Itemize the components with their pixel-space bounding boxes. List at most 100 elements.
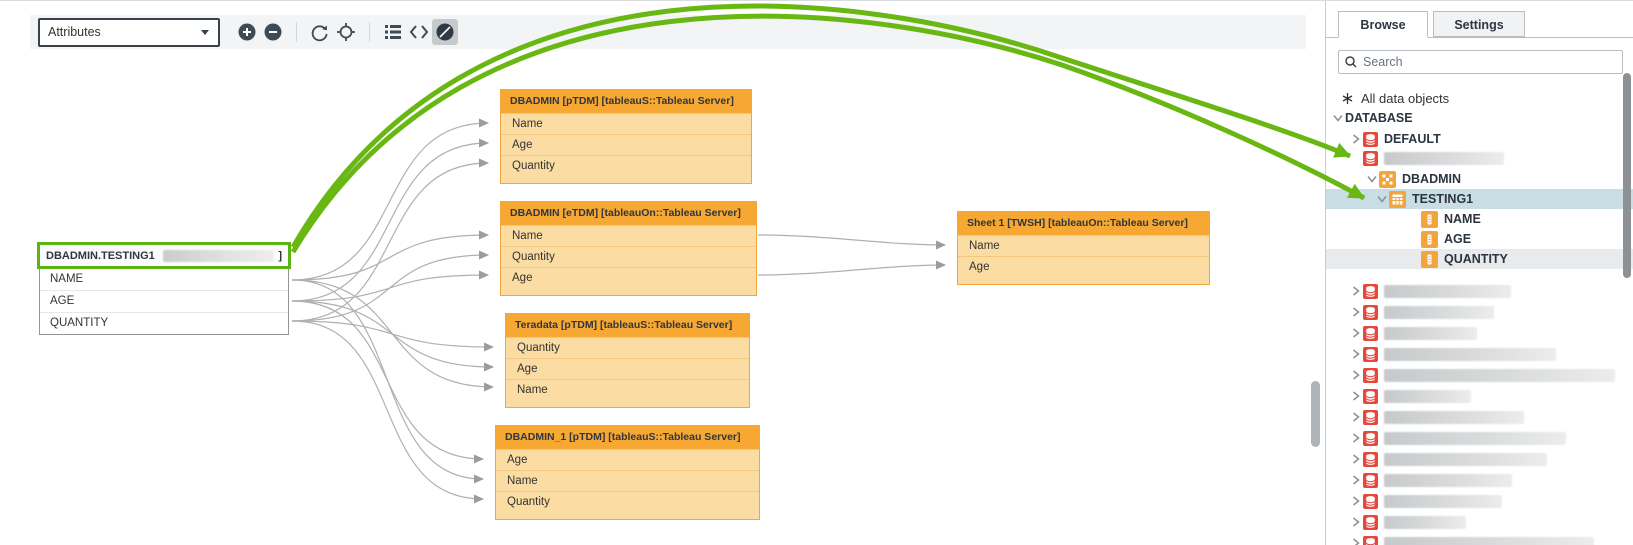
canvas-vertical-scrollbar[interactable] xyxy=(1311,381,1320,447)
panel-tabs: Browse Settings xyxy=(1326,11,1633,38)
chevron-right-icon[interactable] xyxy=(1348,349,1363,359)
node-field-row[interactable]: Quantity xyxy=(506,337,749,358)
tree-item-r7[interactable] xyxy=(1326,407,1633,427)
tree-item-r9[interactable] xyxy=(1326,449,1633,469)
search-icon xyxy=(1345,56,1357,68)
node-field-row[interactable]: Name xyxy=(501,113,751,134)
redacted-label xyxy=(1384,151,1504,165)
node-field-row[interactable]: Age xyxy=(958,256,1209,277)
tree-item-r13[interactable] xyxy=(1326,533,1633,545)
chevron-right-icon[interactable] xyxy=(1348,370,1363,380)
chevron-right-icon[interactable] xyxy=(1348,475,1363,485)
database-icon xyxy=(1363,430,1378,446)
chevron-right-icon[interactable] xyxy=(1348,433,1363,443)
node-field-row[interactable]: Age xyxy=(501,134,751,155)
database-icon xyxy=(1363,150,1378,166)
lineage-node-etdm[interactable]: DBADMIN [eTDM] [tableauOn::Tableau Serve… xyxy=(500,201,757,296)
chevron-right-icon[interactable] xyxy=(1348,134,1363,144)
tree-item-database[interactable]: DATABASE xyxy=(1326,108,1633,128)
node-title: DBADMIN_1 [pTDM] [tableauS::Tableau Serv… xyxy=(496,426,759,449)
tree-item-all[interactable]: All data objects xyxy=(1326,88,1633,108)
database-icon xyxy=(1363,346,1378,362)
tree-item-label: All data objects xyxy=(1361,90,1450,106)
source-table-header[interactable]: DBADMIN.TESTING1 ] xyxy=(37,242,291,269)
chevron-right-icon[interactable] xyxy=(1348,517,1363,527)
node-field-row[interactable]: Quantity xyxy=(496,491,759,512)
tree-item-quantity[interactable]: QUANTITY xyxy=(1326,249,1633,269)
tree-item-r1[interactable] xyxy=(1326,281,1633,301)
tree-item-age[interactable]: AGE xyxy=(1326,229,1633,249)
tree-item-name[interactable]: NAME xyxy=(1326,209,1633,229)
tab-browse[interactable]: Browse xyxy=(1338,11,1428,38)
redacted-label xyxy=(1384,473,1512,487)
chevron-down-icon[interactable] xyxy=(1330,114,1345,122)
redacted-text xyxy=(162,249,275,262)
attributes-dropdown-label: Attributes xyxy=(48,25,101,39)
tree-item-r12[interactable] xyxy=(1326,512,1633,532)
attributes-dropdown[interactable]: Attributes xyxy=(38,17,220,47)
lineage-node-sheet1[interactable]: Sheet 1 [TWSH] [tableauOn::Tableau Serve… xyxy=(957,211,1210,285)
search-input[interactable] xyxy=(1361,54,1622,70)
tree-item-default[interactable]: DEFAULT xyxy=(1326,129,1633,149)
zoom-out-button[interactable] xyxy=(260,19,286,45)
chevron-right-icon[interactable] xyxy=(1348,307,1363,317)
database-icon xyxy=(1363,304,1378,320)
chevron-down-icon[interactable] xyxy=(1364,175,1379,183)
tree-item-r2[interactable] xyxy=(1326,302,1633,322)
tree-item-r10[interactable] xyxy=(1326,470,1633,490)
chevron-right-icon[interactable] xyxy=(1348,496,1363,506)
source-field-row[interactable]: AGE xyxy=(40,290,288,312)
tree-item-label: AGE xyxy=(1444,232,1472,246)
tree-item-r4[interactable] xyxy=(1326,344,1633,364)
node-field-row[interactable]: Name xyxy=(958,235,1209,256)
source-field-row[interactable]: QUANTITY xyxy=(40,312,288,334)
tree-item-testing1[interactable]: TESTING1 xyxy=(1326,189,1633,209)
table-icon xyxy=(1389,190,1406,208)
database-icon xyxy=(1363,131,1378,147)
chevron-right-icon[interactable] xyxy=(1348,538,1363,545)
column-icon xyxy=(1421,250,1438,268)
source-table-title-suffix: ] xyxy=(278,249,282,262)
chevron-right-icon[interactable] xyxy=(1348,328,1363,338)
redacted-label xyxy=(1384,326,1477,340)
chevron-right-icon[interactable] xyxy=(1348,454,1363,464)
node-field-row[interactable]: Name xyxy=(501,225,756,246)
lineage-node-ptdm[interactable]: DBADMIN [pTDM] [tableauS::Tableau Server… xyxy=(500,89,752,184)
lineage-node-teradata[interactable]: Teradata [pTDM] [tableauS::Tableau Serve… xyxy=(505,313,750,408)
database-icon xyxy=(1363,514,1378,530)
column-icon xyxy=(1421,210,1438,228)
node-field-row[interactable]: Name xyxy=(496,470,759,491)
tree-item-redacted-db[interactable] xyxy=(1326,148,1633,168)
redacted-label xyxy=(1384,515,1466,529)
node-field-row[interactable]: Age xyxy=(496,449,759,470)
sidebar-vertical-scrollbar[interactable] xyxy=(1623,73,1631,278)
node-field-row[interactable]: Quantity xyxy=(501,155,751,176)
search-box[interactable] xyxy=(1338,50,1623,74)
tree-item-r6[interactable] xyxy=(1326,386,1633,406)
lineage-node-dbadmin1[interactable]: DBADMIN_1 [pTDM] [tableauS::Tableau Serv… xyxy=(495,425,760,520)
node-field-row[interactable]: Quantity xyxy=(501,246,756,267)
source-table-title: DBADMIN.TESTING1 xyxy=(46,249,155,262)
tree-item-r8[interactable] xyxy=(1326,428,1633,448)
redacted-label xyxy=(1384,452,1547,466)
tab-settings[interactable]: Settings xyxy=(1433,11,1525,37)
tree-item-dbadmin[interactable]: DBADMIN xyxy=(1326,169,1633,189)
chevron-down-icon[interactable] xyxy=(1374,195,1389,203)
chevron-down-icon xyxy=(201,29,209,35)
node-field-row[interactable]: Age xyxy=(506,358,749,379)
source-field-row[interactable]: NAME xyxy=(50,273,84,285)
chevron-right-icon[interactable] xyxy=(1348,391,1363,401)
tree-item-r5[interactable] xyxy=(1326,365,1633,385)
node-field-row[interactable]: Name xyxy=(506,379,749,400)
tree-item-r11[interactable] xyxy=(1326,491,1633,511)
database-icon xyxy=(1363,388,1378,404)
chevron-right-icon[interactable] xyxy=(1348,286,1363,296)
node-field-row[interactable]: Age xyxy=(501,267,756,288)
zoom-in-button[interactable] xyxy=(234,19,260,45)
redacted-label xyxy=(1384,410,1524,424)
tree-item-r3[interactable] xyxy=(1326,323,1633,343)
chevron-right-icon[interactable] xyxy=(1348,412,1363,422)
